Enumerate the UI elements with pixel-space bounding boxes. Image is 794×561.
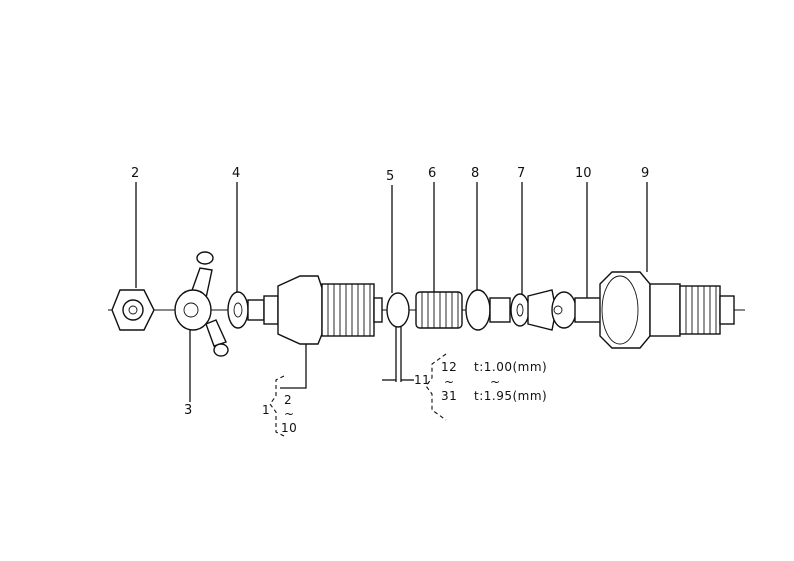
part-2-nut[interactable] [111, 289, 155, 331]
part-4-washer[interactable] [227, 291, 265, 329]
shim-thickness-max: t:1.95(mm) [474, 389, 547, 403]
part-7-needle[interactable] [510, 289, 577, 331]
part-3-banjo-fitting[interactable] [174, 251, 229, 357]
shim-thickness-tilde: ~ [490, 375, 501, 389]
part-6-spring[interactable] [415, 291, 463, 329]
group-1-ref: 1 [262, 403, 270, 417]
bracket-11 [425, 353, 447, 421]
group-11-tilde: ~ [444, 375, 455, 389]
group-11-to: 31 [441, 389, 457, 403]
group-1-from: 2 [284, 393, 292, 407]
callout-6: 6 [428, 166, 436, 181]
group-1-tilde: ~ [284, 407, 295, 421]
leader-lines [135, 182, 648, 402]
group-1-to: 10 [281, 421, 297, 435]
callout-9: 9 [641, 166, 649, 181]
callout-2: 2 [131, 166, 139, 181]
shim-thickness-min: t:1.00(mm) [474, 360, 547, 374]
callout-7: 7 [517, 166, 525, 181]
callout-4: 4 [232, 166, 240, 181]
part-1-main-body[interactable] [263, 275, 383, 345]
group-11-from: 12 [441, 360, 457, 374]
callout-10: 10 [575, 166, 592, 181]
callout-5: 5 [386, 169, 394, 184]
callout-3: 3 [184, 403, 192, 418]
callout-8: 8 [471, 166, 479, 181]
bracket-1 [269, 375, 285, 437]
group-11-ref: 11 [414, 373, 430, 387]
part-9-nozzle-holder[interactable] [599, 271, 735, 349]
part-8-spacer[interactable] [465, 289, 511, 331]
part-5-shim[interactable] [386, 292, 410, 328]
